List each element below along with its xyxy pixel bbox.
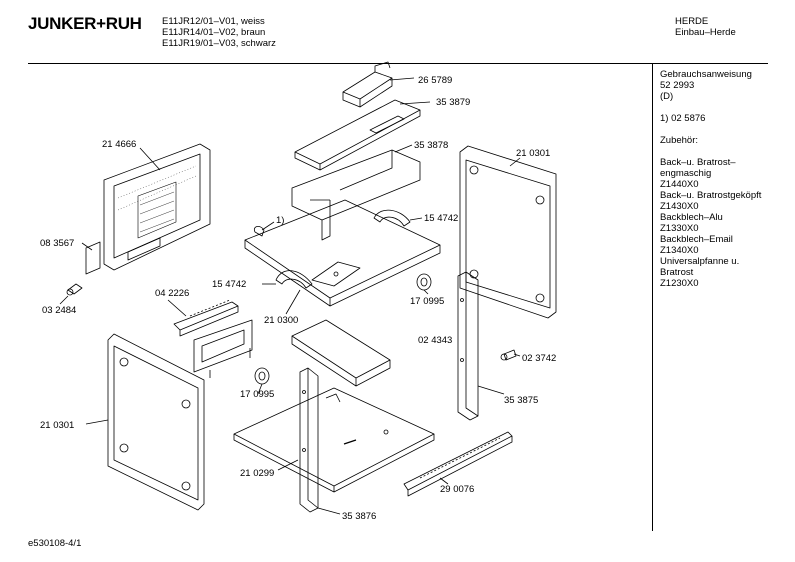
part-grommet-170995b	[254, 367, 270, 385]
model-list: E11JR12/01–V01, weiss E11JR14/01–V02, br…	[162, 16, 276, 49]
sidebar-info: Gebrauchsanweisung 52 2993 (D) 1) 02 587…	[660, 69, 761, 289]
part-label: 15 4742	[424, 213, 459, 224]
part-label: 1)	[276, 215, 285, 226]
part-label: 21 0300	[264, 315, 299, 326]
part-label: 15 4742	[212, 279, 247, 290]
part-label: 26 5789	[418, 75, 453, 86]
sidebar-line: Back–u. Bratrost–	[660, 157, 736, 168]
sidebar-line: Bratrost	[660, 267, 694, 278]
header-rule	[28, 63, 768, 64]
part-label: 17 0995	[240, 389, 275, 400]
part-grommet-170995a	[416, 273, 432, 291]
part-bottom-plate-210299	[233, 387, 435, 493]
part-label: 35 3879	[436, 97, 471, 108]
part-bracket-265789	[342, 61, 393, 108]
part-label: 08 3567	[40, 238, 75, 249]
sidebar-line: Z1430X0	[660, 201, 699, 212]
sidebar-line: Z1440X0	[660, 179, 699, 190]
sidebar-line: Z1230X0	[660, 278, 699, 289]
sidebar-line: Zubehör:	[660, 135, 699, 146]
document-id: e530108-4/1	[28, 538, 82, 549]
brand-logo: JUNKER+RUH	[28, 14, 142, 33]
part-side-rail-353875	[457, 271, 479, 421]
part-rail-042226	[173, 299, 239, 337]
model-line: E11JR14/01–V02, braun	[162, 27, 266, 38]
part-front-frame-214666	[103, 143, 211, 271]
category-block: HERDE Einbau–Herde	[675, 16, 736, 38]
sidebar-line: 1) 02 5876	[660, 113, 706, 124]
category-subtitle: Einbau–Herde	[675, 27, 736, 38]
part-handle-154742a	[373, 209, 411, 227]
part-label: 21 0301	[516, 148, 551, 159]
model-line: E11JR19/01–V03, schwarz	[162, 38, 276, 49]
sidebar-line: 52 2993	[660, 80, 695, 91]
part-label: 02 4343	[418, 335, 453, 346]
part-clip-note1	[253, 226, 265, 237]
sidebar-line: Backblech–Alu	[660, 212, 723, 223]
part-rear-housing-353878	[291, 149, 421, 241]
part-label: 21 4666	[102, 139, 137, 150]
part-label: 02 3742	[522, 353, 557, 364]
part-top-panel-353879	[294, 99, 421, 171]
sidebar-line: Z1340X0	[660, 245, 699, 256]
sidebar-line: engmaschig	[660, 168, 712, 179]
sidebar-line: Z1330X0	[660, 223, 699, 234]
part-side-rail-353876	[299, 367, 319, 513]
part-handle-154742b	[275, 270, 313, 289]
sidebar-line: Backblech–Email	[660, 234, 733, 245]
part-label: 35 3878	[414, 140, 449, 151]
part-side-panel-210301b	[107, 333, 205, 511]
sidebar-line: Universalpfanne u.	[660, 256, 740, 267]
part-label: 21 0301	[40, 420, 75, 431]
part-label: 03 2484	[42, 305, 77, 316]
category-title: HERDE	[675, 16, 709, 27]
part-bracket-frame	[193, 319, 253, 378]
part-label: 04 2226	[155, 288, 190, 299]
model-line: E11JR12/01–V01, weiss	[162, 16, 265, 27]
part-label: 21 0299	[240, 468, 275, 479]
sidebar-line: Gebrauchsanweisung	[660, 69, 752, 80]
part-side-panel-210301a	[459, 145, 557, 319]
part-label: 35 3876	[342, 511, 377, 522]
sidebar-line: Back–u. Bratrostgeköpft	[660, 190, 762, 201]
part-label: 35 3875	[504, 395, 539, 406]
part-plate-083567	[85, 241, 101, 275]
part-knob-032484	[66, 283, 83, 296]
part-screw-023742	[500, 349, 517, 361]
part-shelf	[291, 319, 391, 387]
part-trim-290076	[403, 431, 513, 497]
part-label: 17 0995	[410, 296, 445, 307]
sidebar-line: (D)	[660, 91, 674, 102]
sidebar-divider	[652, 63, 653, 531]
part-label: 29 0076	[440, 484, 475, 495]
part-base-plate-210300	[244, 199, 441, 307]
